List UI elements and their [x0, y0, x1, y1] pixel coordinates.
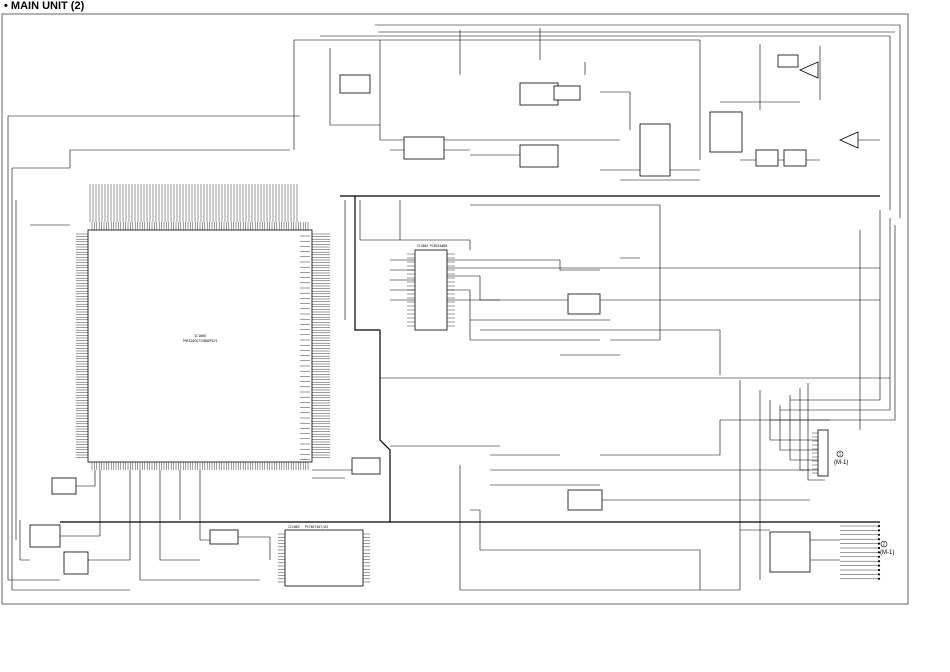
main-ic-pins-right: [312, 233, 330, 458]
connector-m1-b: 2 (M-1): [840, 524, 894, 580]
terminal-dot: [877, 529, 881, 532]
terminal-dot: [877, 568, 881, 572]
connector-m1-a-marker-circle: [836, 450, 844, 458]
terminal-dot: [877, 560, 881, 563]
ic-bottom-part: PCF8574AT/03: [305, 525, 328, 529]
address-bus-lines: [89, 184, 298, 222]
ic-mid-part: PCM4204DB: [430, 244, 447, 248]
terminal-dot: [877, 551, 881, 554]
main-ic-pins-bottom: [91, 462, 309, 470]
ic-bottom-pins: [278, 533, 370, 583]
ic-regulator-1: [339, 74, 371, 94]
bottom-left-section: [19, 457, 381, 581]
connector-m1-a: 1 (M-1): [812, 429, 848, 477]
ic-mid-ref: IC4001: [417, 244, 429, 248]
terminal-dot: [877, 577, 881, 580]
connector-m1-b-label: (M-1): [880, 550, 894, 556]
main-ic-pins-top: [91, 222, 309, 230]
page-title: • MAIN UNIT (2): [4, 0, 85, 12]
connector-m1-a-body: [817, 429, 829, 477]
connector-m1-a-pins: [812, 432, 818, 474]
terminal-dot: [877, 538, 881, 541]
connector-m1-a-label: (M-1): [834, 460, 848, 466]
connector-m1-b-marker-circle: [880, 540, 888, 548]
ic-opamp-1: [403, 136, 445, 160]
connector-m1-a-marker: 1: [839, 452, 842, 457]
lower-right-section: [390, 210, 896, 591]
mid-codec-section: IC4001 PCM4204DB: [359, 200, 890, 379]
ic-mid-opamp: [567, 293, 601, 315]
terminal-dot: [877, 524, 881, 528]
main-ic-pins-left: [76, 233, 88, 458]
bottom-io-expander: IC1003 PCF8574AT/03: [278, 525, 370, 587]
terminal-dot: [877, 555, 881, 558]
ic-lower-opamp: [567, 489, 603, 511]
main-ic-block: IC1000 TMS320C6713BGDP225: [76, 222, 330, 470]
terminal-dot: [877, 533, 881, 536]
ic-eeprom: [63, 551, 89, 575]
ic-regulator-3: [777, 54, 799, 68]
main-ic-body: [87, 229, 313, 463]
connector-m1-b-marker: 2: [883, 542, 886, 547]
ic-lower-right: [769, 531, 811, 573]
main-ic-ref: IC1000: [194, 334, 206, 338]
ic-logic: [351, 457, 381, 475]
ic-buffer: [209, 529, 239, 545]
terminal-dot: [877, 542, 881, 545]
left-bus-wires: [7, 115, 300, 591]
ic-opamp-2: [519, 82, 559, 106]
terminal-dot: [877, 573, 881, 576]
main-ic-part: TMS320C6713BGDP225: [183, 339, 218, 343]
ic-opamp-5: [755, 149, 779, 167]
ic-opamp-3: [519, 144, 559, 168]
connector-m1-b-lines: [840, 524, 881, 580]
terminal-dot: [877, 546, 881, 550]
schematic-frame: [1, 13, 909, 605]
ic-bottom-body: [284, 529, 364, 587]
terminal-dot: [877, 564, 881, 567]
ic-regulator-2: [709, 111, 743, 153]
ic-mid-pins: [407, 253, 455, 327]
opamp-triangle-2: [799, 61, 819, 79]
main-data-bus: [60, 195, 880, 523]
ic-opamp-6: [783, 149, 807, 167]
top-analog-section: [293, 24, 901, 218]
ic-mid-body: [414, 249, 448, 331]
ic-adc-1: [639, 123, 671, 177]
ic-reset: [29, 524, 61, 548]
ic-bottom-ref: IC1003: [288, 525, 300, 529]
main-ic-signal-labels: [300, 235, 310, 460]
ic-opamp-4: [553, 85, 581, 101]
ic-clock: [51, 477, 77, 495]
opamp-triangle-1: [839, 131, 859, 149]
